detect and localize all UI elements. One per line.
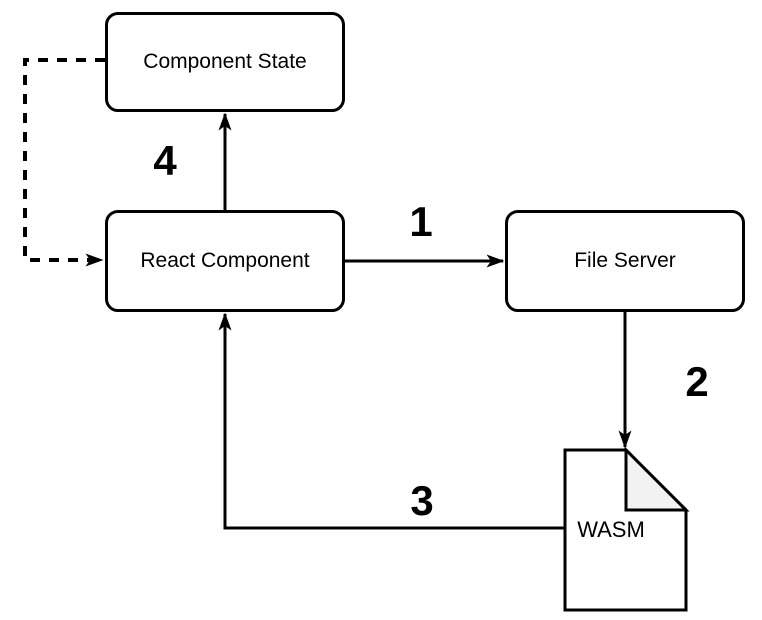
file-server-node: File Server [505, 210, 745, 312]
edge-label-step-1: 1 [409, 198, 433, 245]
edge-label-step-4: 4 [153, 137, 177, 184]
edge-label-step-2: 2 [685, 358, 709, 405]
wasm-document-fold [624, 446, 690, 512]
edge-label-step-3: 3 [410, 477, 434, 524]
react-component-label: React Component [140, 249, 310, 272]
component-state-node: Component State [105, 12, 345, 112]
file-server-label: File Server [574, 249, 676, 272]
component-state-label: Component State [143, 50, 307, 73]
wasm-label: WASM [577, 517, 645, 542]
react-component-node: React Component [105, 210, 345, 312]
arrow-step-3 [218, 312, 565, 530]
dashed-feedback-arrow [23, 58, 105, 267]
